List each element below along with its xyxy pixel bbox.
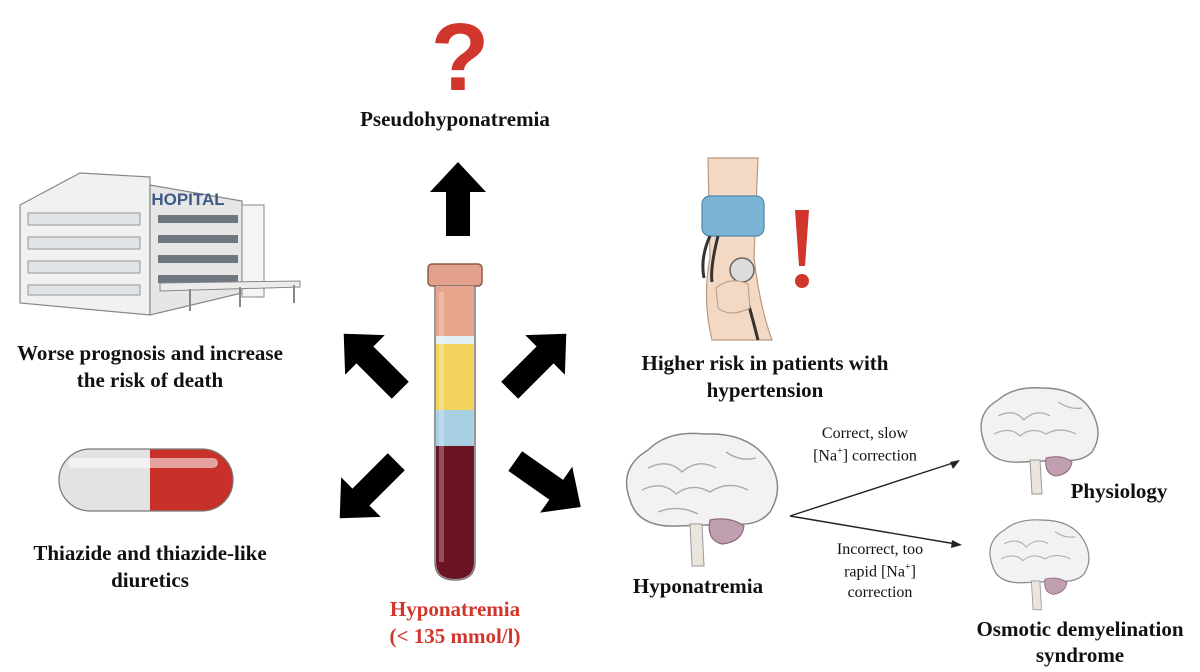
arrow-up xyxy=(430,162,486,236)
brain-main-label: Hyponatremia xyxy=(632,574,764,598)
blood-test-tube-icon xyxy=(427,263,483,581)
branch-correct-line1: Correct, slow xyxy=(821,425,909,442)
physiology-label: Physiology xyxy=(1070,479,1168,503)
branch-incorrect-line1: Incorrect, too xyxy=(836,541,924,558)
pill-capsule-icon xyxy=(58,448,234,512)
hospital-label-line1: Worse prognosis and increase xyxy=(17,341,283,365)
hospital-building-icon: HOPITAL xyxy=(19,172,301,316)
hospital-label-line2: the risk of death xyxy=(76,368,224,393)
exclamation-mark-icon xyxy=(795,210,809,288)
branch-correct-line2: [Na+] correction xyxy=(813,445,917,465)
ods-label-line2: syndrome xyxy=(1035,643,1125,668)
svg-text:?: ? xyxy=(431,4,490,111)
branch-lines xyxy=(789,460,962,548)
question-mark-icon: ? xyxy=(431,4,490,111)
center-label-line1: Hyponatremia xyxy=(389,597,521,621)
hospital-sign: HOPITAL xyxy=(151,190,224,209)
brain-icon xyxy=(625,432,779,567)
hypertension-label-line1: Higher risk in patients with xyxy=(641,351,889,375)
branch-incorrect-line2: rapid [Na+] xyxy=(844,561,916,581)
arrow-down-right xyxy=(508,451,581,513)
hypertension-label-line2: hypertension xyxy=(706,378,824,403)
brain-physiology-icon xyxy=(980,387,1099,495)
blood-pressure-arm-icon xyxy=(701,157,773,341)
diuretics-label-line2: diuretics xyxy=(111,568,189,593)
diuretics-label: Thiazide and thiazide-like diuretics xyxy=(0,540,300,595)
branch-correct-text: Correct, slow [Na+] correction xyxy=(790,424,940,467)
arrow-down-left xyxy=(339,453,405,519)
pseudohyponatremia-label: Pseudohyponatremia xyxy=(360,107,550,131)
arrow-up-right xyxy=(501,333,567,399)
branch-incorrect-text: Incorrect, too rapid [Na+] correction xyxy=(800,540,960,604)
diuretics-label-line1: Thiazide and thiazide-like xyxy=(33,541,267,565)
ods-label: Osmotic demyelination syndrome xyxy=(962,616,1198,669)
ods-label-line1: Osmotic demyelination xyxy=(976,617,1184,641)
arrow-up-left xyxy=(343,333,409,399)
brain-ods-icon xyxy=(989,519,1090,611)
center-label: Hyponatremia (< 135 mmol/l) xyxy=(330,596,580,651)
center-label-line2: (< 135 mmol/l) xyxy=(389,624,521,649)
branch-incorrect-line3: correction xyxy=(847,583,913,601)
hypertension-label: Higher risk in patients with hypertensio… xyxy=(610,350,920,405)
hospital-label: Worse prognosis and increase the risk of… xyxy=(0,340,300,395)
